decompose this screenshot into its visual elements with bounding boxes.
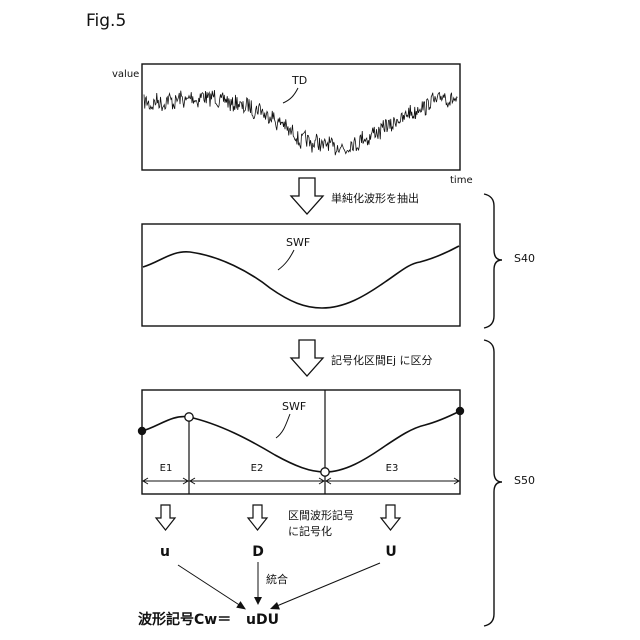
merge-arrowhead-d (254, 597, 262, 605)
step-partition-caption: 記号化区間Ej に区分 (331, 353, 433, 367)
interval-e2-label: E2 (251, 463, 264, 474)
step-symbolize-caption-line2: に記号化 (288, 524, 332, 538)
s40-label: S40 (514, 252, 535, 265)
raw-signal-trace-td (144, 90, 458, 155)
merge-arrow-uu (272, 563, 380, 608)
symbol-u: u (160, 544, 170, 560)
start-endpoint-marker (138, 427, 146, 435)
step-symbolize-caption-line1: 区間波形記号 (288, 508, 354, 522)
merge-label: 統合 (266, 572, 288, 586)
s50-bracket (484, 340, 502, 626)
swf-label-panel3: SWF (282, 400, 306, 413)
swf-leader-line-panel2 (278, 250, 294, 270)
result-label: 波形記号Cw＝ (138, 611, 231, 628)
s40-bracket (484, 194, 502, 328)
td-leader-line (283, 88, 298, 103)
td-label: TD (291, 74, 307, 87)
time-axis-label: time (450, 175, 473, 186)
segment-arrow-e3 (381, 505, 400, 530)
merge-arrowhead-u (236, 601, 246, 609)
simplified-waveform-swf (143, 246, 459, 308)
segment-arrow-e2 (248, 505, 267, 530)
step-extract-caption: 単純化波形を抽出 (331, 191, 419, 205)
figure-label: Fig.5 (86, 11, 126, 31)
interval-e1-label: E1 (160, 463, 173, 474)
swf-label-panel2: SWF (286, 236, 310, 249)
s50-label: S50 (514, 474, 535, 487)
merge-arrow-u (178, 565, 244, 608)
boundary-marker-2 (321, 468, 329, 476)
boundary-marker-1 (185, 413, 193, 421)
swf-leader-line-panel3 (276, 414, 290, 438)
segment-arrow-e1 (156, 505, 175, 530)
result-value: uDU (246, 612, 279, 628)
interval-e3-label: E3 (386, 463, 399, 474)
down-arrow-1 (291, 178, 323, 214)
down-arrow-2 (291, 340, 323, 376)
merge-arrowhead-uu (270, 602, 280, 610)
symbol-uu: U (385, 544, 396, 560)
symbol-d: D (252, 544, 264, 560)
end-endpoint-marker (456, 407, 464, 415)
value-axis-label: value (112, 69, 139, 80)
